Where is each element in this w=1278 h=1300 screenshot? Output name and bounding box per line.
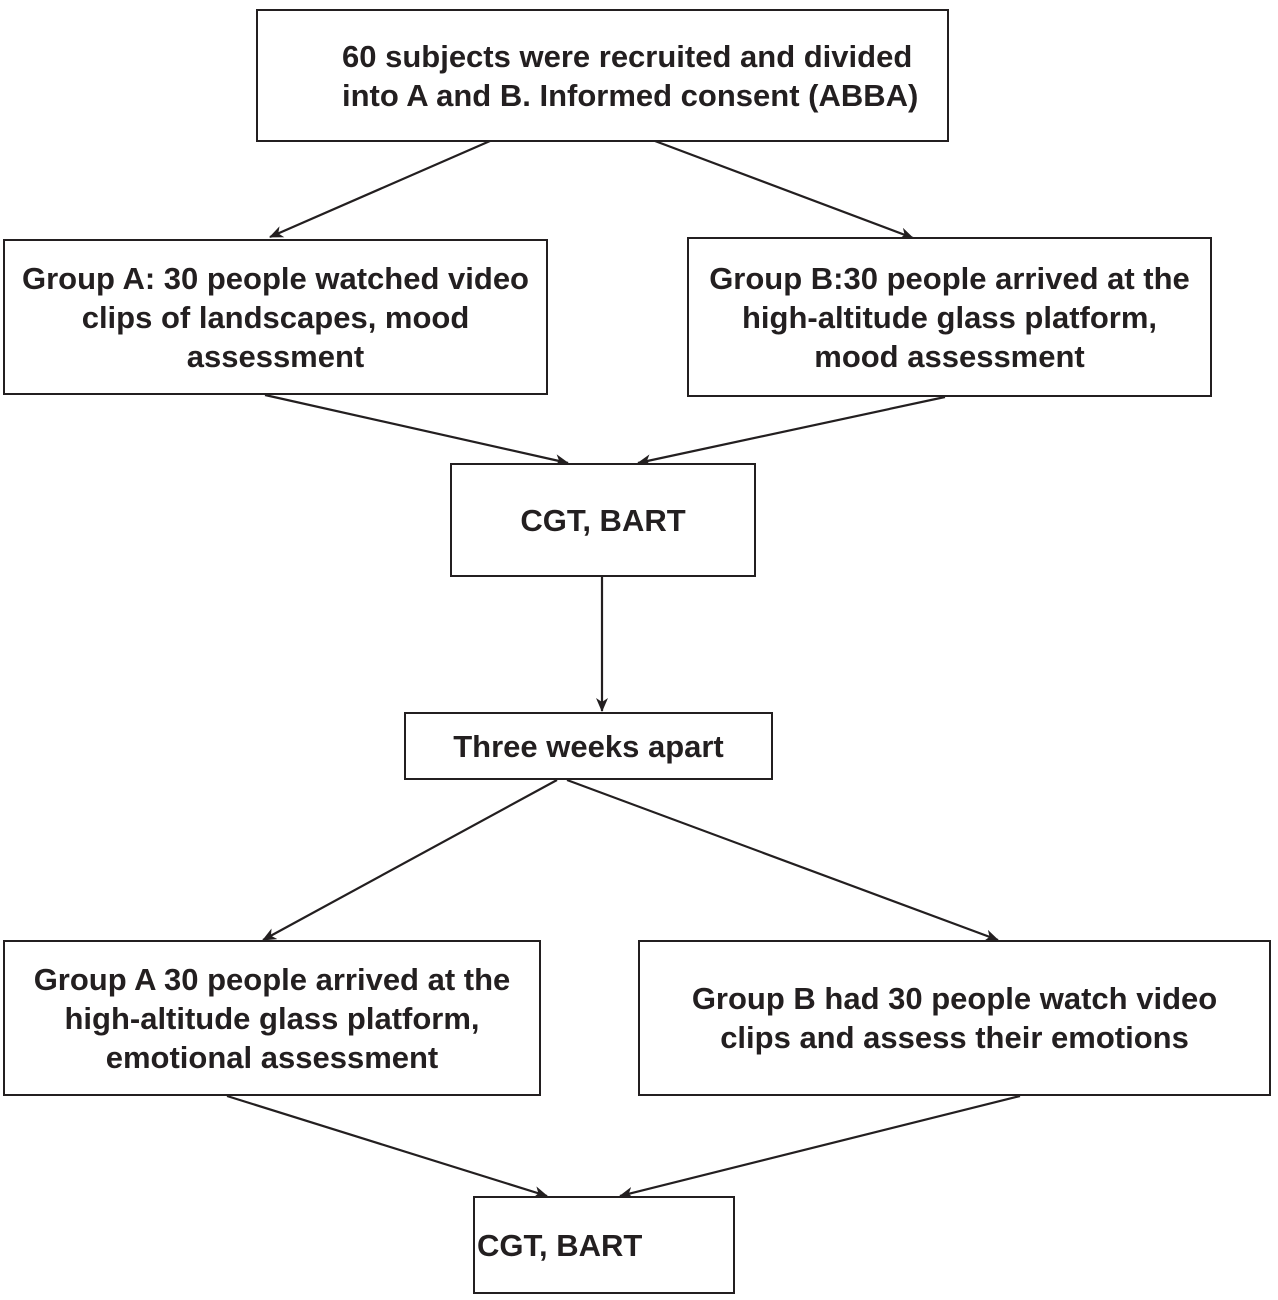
tests-first-box: CGT, BART (450, 463, 756, 577)
group-a-second-box: Group A 30 people arrived at the high-al… (3, 940, 541, 1096)
interval-box: Three weeks apart (404, 712, 773, 780)
arrow-recruit-to-group-b (654, 139, 914, 240)
arrow-group-b-to-final-tests (619, 1094, 1021, 1199)
group-a-second-text: Group A 30 people arrived at the high-al… (33, 961, 511, 1075)
group-b-second-text: Group B had 30 people watch video clips … (691, 981, 1218, 1055)
group-b-first-text: Group B:30 people arrived at the high-al… (709, 260, 1190, 374)
group-b-first-box: Group B:30 people arrived at the high-al… (687, 237, 1212, 397)
arrow-interval-to-group-b (566, 778, 999, 942)
group-a-first-box: Group A: 30 people watched video clips o… (3, 239, 548, 395)
arrow-group-a-to-final-tests (226, 1094, 548, 1198)
group-b-second-box: Group B had 30 people watch video clips … (638, 940, 1271, 1096)
tests-second-text: CGT, BART (477, 1227, 643, 1263)
recruitment-text: 60 subjects were recruited and divided i… (342, 38, 919, 113)
group-a-first-text: Group A: 30 people watched video clips o… (22, 260, 529, 374)
tests-second-box: CGT, BART (473, 1196, 735, 1294)
arrow-recruit-to-group-a (269, 139, 491, 239)
arrow-group-b-to-tests (637, 395, 946, 467)
tests-first-text: CGT, BART (520, 502, 686, 538)
arrow-interval-to-group-a (262, 779, 558, 941)
recruitment-box: 60 subjects were recruited and divided i… (256, 9, 949, 142)
arrow-group-a-to-tests (264, 393, 569, 467)
interval-text: Three weeks apart (453, 728, 724, 764)
